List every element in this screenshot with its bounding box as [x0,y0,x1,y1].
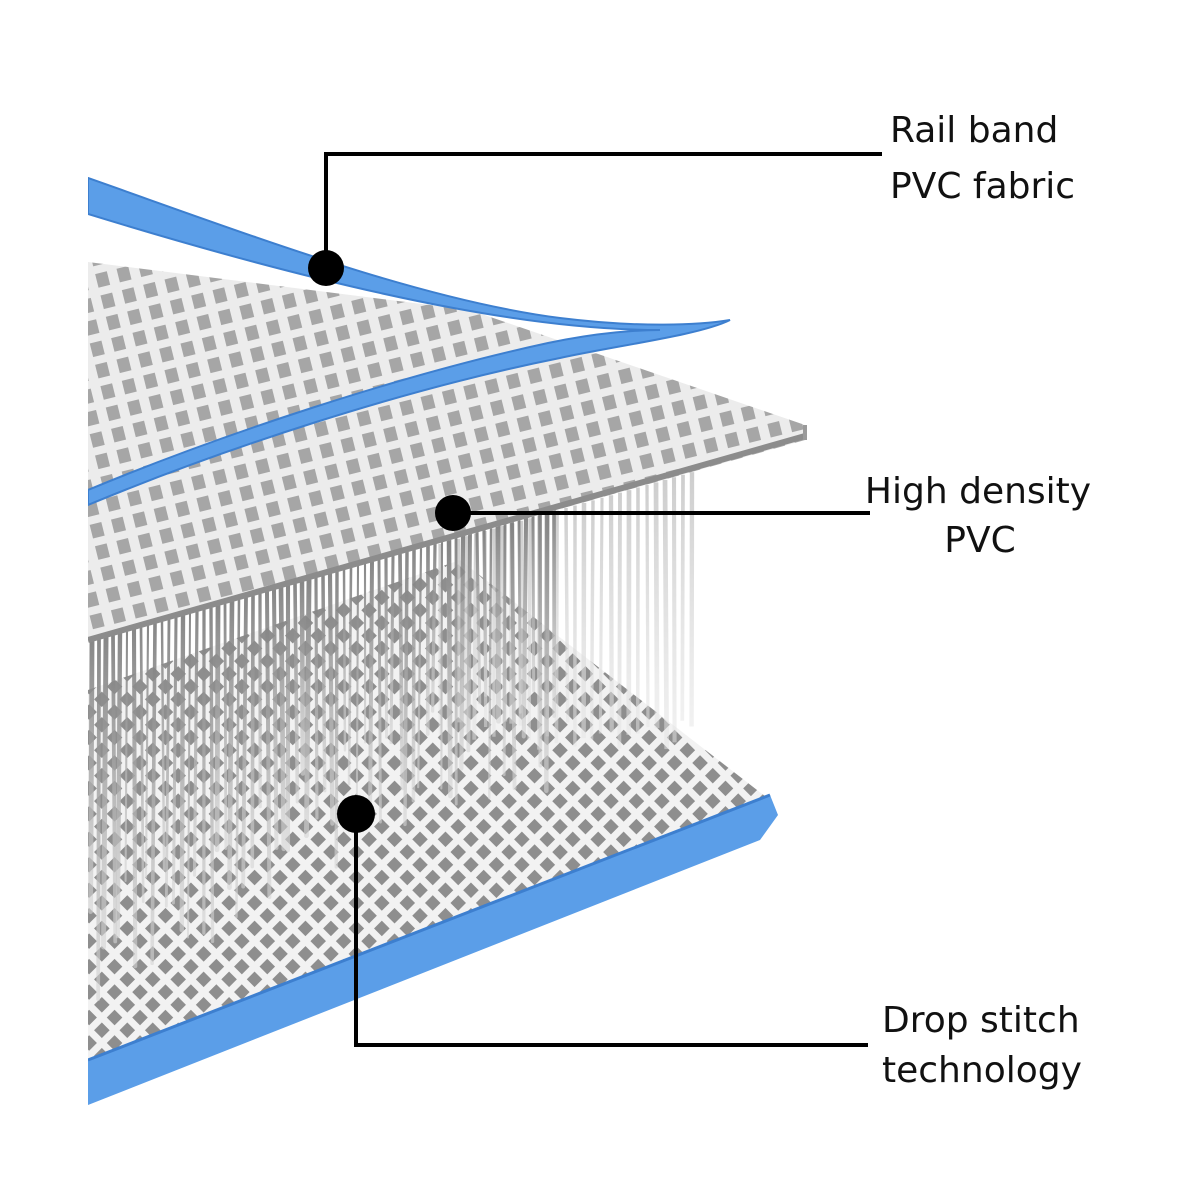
stitch-fiber [398,552,405,791]
stitch-fiber [411,548,416,803]
stitch-fiber [680,474,685,721]
stitch-fiber [482,528,488,697]
stitch-fiber [564,507,570,723]
stitch-fiber [186,612,192,939]
drop-stitch-sublabel: technology [882,1050,1082,1091]
stitch-fiber [608,495,614,733]
high-density-sublabel: PVC [944,520,1015,561]
rail-band-marker-icon [308,250,344,286]
stitch-fiber [192,610,199,877]
stitch-fiber [662,479,670,750]
drop-stitch-fibers-front [88,508,556,1002]
top-blue-rail-band [88,176,731,507]
stitch-fiber [527,518,532,741]
stitch-fiber [223,602,228,851]
stitch-fiber [235,598,241,919]
stitch-fiber [653,482,660,729]
stitch-fiber [139,626,145,903]
stitch-fiber [417,547,423,789]
stitch-fiber [209,606,215,944]
stitch-fiber [241,596,248,889]
stitch-fiber [488,527,493,800]
stitch-fiber [403,550,409,827]
top-pvc-fabric [88,262,805,642]
stitch-fiber [475,530,482,705]
high-density-marker-icon [435,495,471,531]
stitch-fiber [440,541,444,790]
stitch-fiber [495,523,501,724]
stitch-fiber [115,631,123,939]
stitch-fiber [598,497,604,734]
stitch-fiber [101,635,109,950]
stitch-fiber [589,500,595,740]
stitch-fiber [124,630,129,883]
drop-stitch-label: Drop stitch [882,1000,1080,1041]
rail-band-leader-line [324,152,882,268]
rail-band-sublabel: PVC fabric [890,166,1075,207]
stitch-fiber [111,634,118,944]
stitch-fiber [131,627,138,969]
stitch-fiber [321,574,327,793]
stitch-fiber [265,590,272,900]
stitch-fiber [271,588,279,850]
stitch-fiber [214,603,221,853]
stitch-fiber [293,582,300,804]
stitch-fiber [179,613,186,933]
stitch-fiber [314,576,319,820]
stitch-fiber [299,579,306,776]
stitch-fiber [384,556,389,739]
stitch-fiber [144,624,150,879]
stitch-fiber [389,554,395,745]
stitch-fiber [377,558,382,824]
stitch-fiber [510,520,517,791]
stitch-fiber [327,572,335,826]
stitch-fiber [227,599,235,890]
stitch-fiber [554,510,559,744]
stitch-fiber [463,536,470,733]
bottom-blue-rail [88,795,778,1105]
stitch-fiber [446,538,453,799]
stitch-fiber [96,637,101,1002]
stitch-fiber [466,532,472,753]
stitch-fiber [544,510,550,794]
stitch-fiber [645,484,650,728]
stitch-fiber [368,560,374,810]
stitch-fiber [250,594,255,869]
top-fabric-edge [88,433,806,643]
high-density-label: High density [865,471,1091,512]
stitch-fiber [88,639,95,914]
stitch-fiber [531,514,536,693]
stitch-fiber [278,585,287,852]
stitch-fiber [521,516,529,739]
stitch-fiber [671,477,677,743]
stitch-fiber [342,568,347,752]
stitch-fiber [431,542,437,713]
stitch-fiber [459,534,466,771]
stitch-fiber [455,538,462,723]
stitch-fiber [334,570,339,869]
stitch-fiber [171,616,178,905]
stitch-fiber [303,577,312,839]
stitch-fiber [160,620,166,871]
drop-stitch-marker-icon [337,795,375,833]
stitch-fiber [355,565,360,800]
stitch-fiber [617,492,622,749]
stitch-fiber [164,618,171,908]
stitch-fiber [347,566,353,786]
stitch-fiber [502,522,507,777]
stitch-fiber [517,518,522,714]
stitch-fiber [150,622,157,966]
rail-band-label: Rail band [890,110,1058,151]
stitch-fiber [472,533,478,740]
drop-stitch-leader-line [354,814,868,1047]
